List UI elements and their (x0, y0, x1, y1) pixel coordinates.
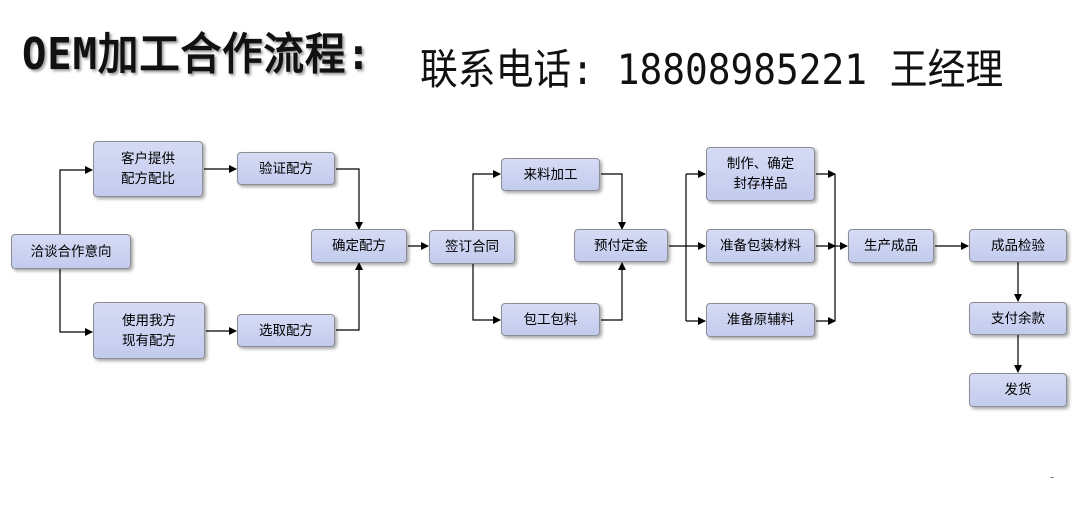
node-make-samples: 制作、确定 封存样品 (706, 147, 815, 201)
node-negotiate: 洽谈合作意向 (11, 234, 131, 269)
edge-sign-material (472, 170, 501, 231)
node-material-processing: 来料加工 (501, 158, 600, 191)
node-verify-formula: 验证配方 (237, 152, 335, 185)
page-title: OEM加工合作流程: (22, 29, 372, 80)
edge-choose-confirm (336, 262, 363, 331)
node-sign-contract: 签订合同 (429, 230, 515, 264)
edge-negotiate-client (59, 166, 93, 235)
node-inspect: 成品检验 (969, 229, 1067, 262)
node-prep-raw: 准备原辅料 (706, 303, 815, 337)
edge-sign-package (472, 264, 501, 324)
node-choose-formula: 选取配方 (237, 314, 335, 347)
edge-material-deposit (601, 173, 626, 230)
corner-mark: - (1050, 470, 1055, 484)
node-produce: 生产成品 (848, 229, 934, 263)
node-client-formula: 客户提供 配方配比 (93, 141, 203, 197)
node-deposit: 预付定金 (574, 229, 668, 262)
edge-verify-confirm (336, 168, 363, 230)
node-use-our-formula: 使用我方 现有配方 (93, 302, 205, 359)
edge-package-deposit (601, 262, 626, 321)
node-full-package: 包工包料 (501, 303, 600, 336)
node-prep-packaging: 准备包装材料 (706, 229, 815, 263)
contact-info: 联系电话: 18808985221 王经理 (420, 45, 1004, 94)
node-ship: 发货 (969, 373, 1067, 407)
edge-negotiate-ours (59, 269, 93, 336)
node-confirm-formula: 确定配方 (311, 229, 407, 263)
node-pay-balance: 支付余款 (969, 302, 1067, 335)
